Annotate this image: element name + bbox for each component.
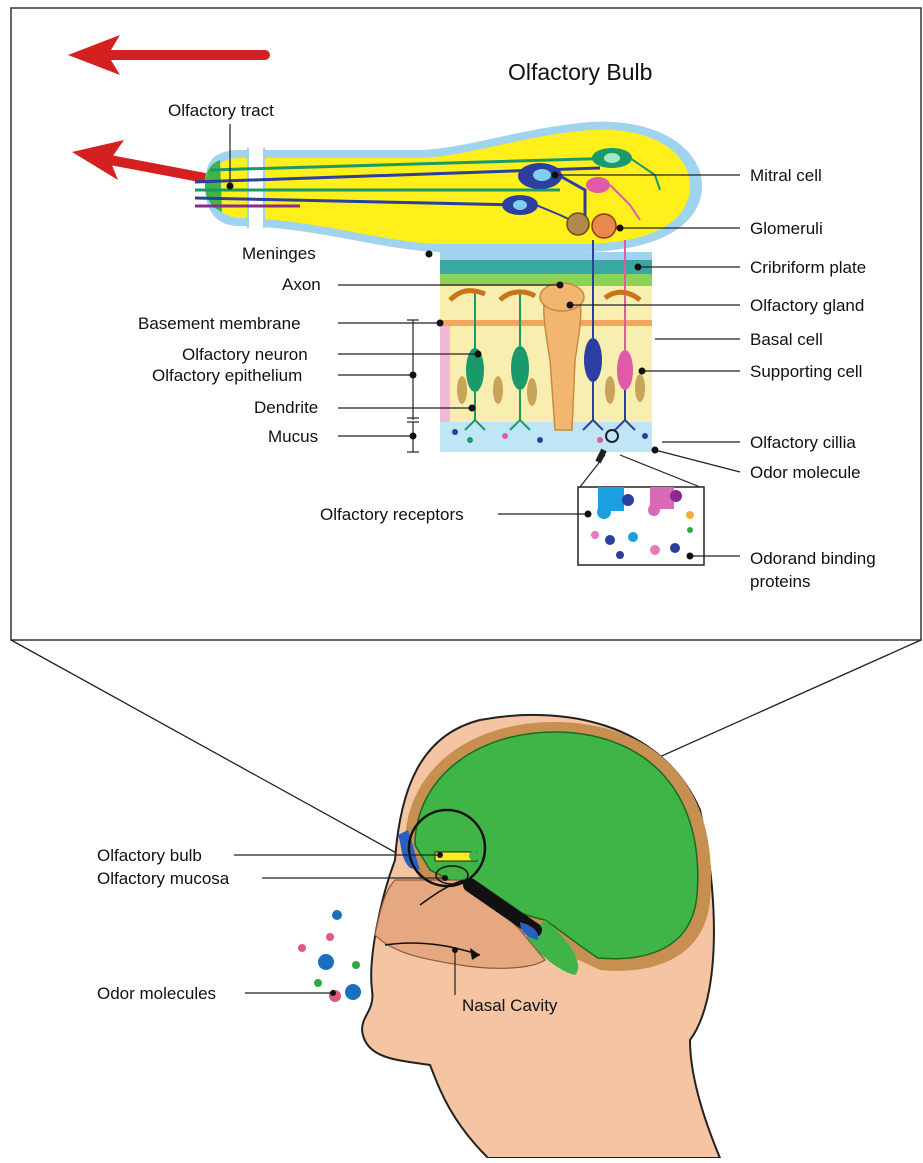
receptor-zoom-box [578,487,704,565]
label-olfactory-gland: Olfactory gland [750,296,864,315]
label-odor-molecules: Odor molecules [97,984,216,1003]
label-olfactory-neuron: Olfactory neuron [182,345,308,364]
label-glomeruli: Glomeruli [750,219,823,238]
label-odorand-binding-line2: proteins [750,572,810,591]
label-basement-membrane: Basement membrane [138,314,301,333]
label-axon: Axon [282,275,321,294]
label-mucus: Mucus [268,427,318,446]
label-odorand-binding-line1: Odorand binding [750,549,876,568]
label-olfactory-mucosa: Olfactory mucosa [97,869,230,888]
zoom-line-left [11,640,400,855]
label-supporting-cell: Supporting cell [750,362,862,381]
label-basal-cell: Basal cell [750,330,823,349]
label-odor-molecule: Odor molecule [750,463,861,482]
label-olfactory-tract: Olfactory tract [168,101,274,120]
label-olfactory-receptors: Olfactory receptors [320,505,464,524]
label-mitral-cell: Mitral cell [750,166,822,185]
label-olfactory-epithelium: Olfactory epithelium [152,366,302,385]
head-illustration [298,715,720,1158]
label-cribriform-plate: Cribriform plate [750,258,866,277]
label-nasal-cavity: Nasal Cavity [462,996,558,1015]
diagram-title: Olfactory Bulb [508,59,652,85]
label-olfactory-bulb: Olfactory bulb [97,846,202,865]
label-dendrite: Dendrite [254,398,318,417]
label-meninges: Meninges [242,244,316,263]
label-olfactory-cillia: Olfactory cillia [750,433,856,452]
